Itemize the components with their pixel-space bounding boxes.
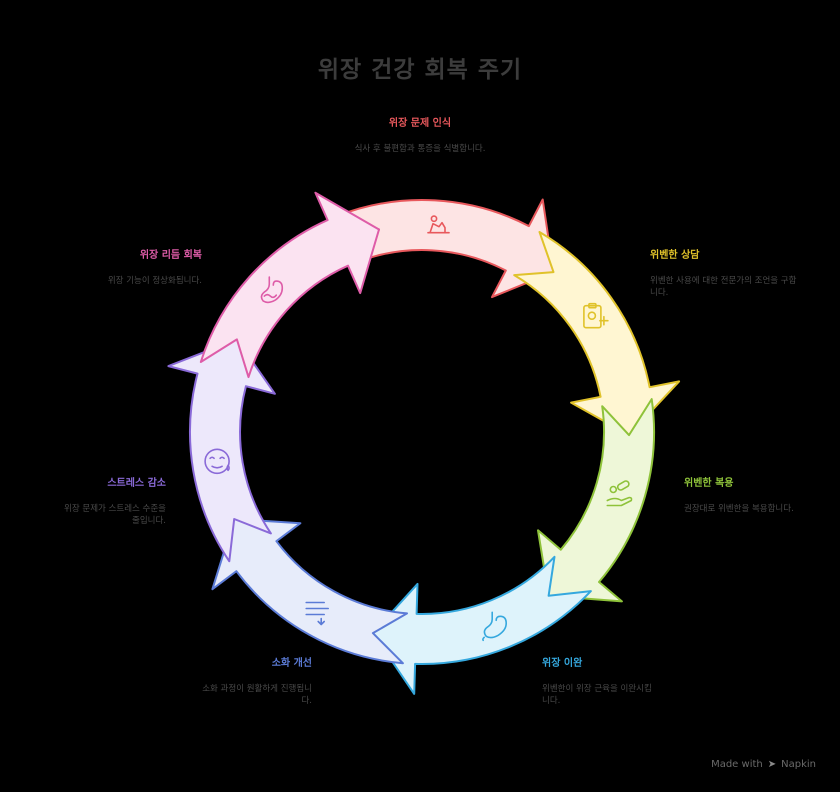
step-4-label: 위장 이완 [542,658,583,669]
medical-clipboard-icon [583,302,609,329]
step-5-desc: 소화 과정이 원활하게 진행됩니다. [202,684,312,706]
digestion-flow-icon [305,601,330,626]
cycle-arrow-5 [211,518,408,665]
hand-pills-icon [606,480,633,507]
step-3-label: 위벤한 복용 [684,478,734,489]
cycle-arrow-3 [537,398,656,603]
brand-text: Made with [711,759,763,770]
step-3-text: 위벤한 복용 권장대로 위벤한을 복용합니다. [684,474,794,515]
stomach-icon [482,611,508,642]
napkin-logo-icon: ➤ [767,759,777,770]
page-title: 위장 건강 회복 주기 [317,57,523,83]
step-4-text: 위장 이완 위벤한이 위장 근육을 이완시킵니다. [542,654,654,707]
step-7-label: 위장 리듬 회복 [139,250,202,261]
step-1-text: 위장 문제 인식 식사 후 불편함과 통증을 식별합니다. [345,114,495,155]
napkin-brand[interactable]: Made with ➤ Napkin [711,759,816,770]
relaxed-face-icon [204,448,230,475]
step-2-text: 위벤한 상담 위벤한 사용에 대한 전문가의 조언을 구합니다. [650,246,800,299]
step-2-desc: 위벤한 사용에 대한 전문가의 조언을 구합니다. [650,276,797,298]
step-3-desc: 권장대로 위벤한을 복용합니다. [684,504,794,514]
step-5-label: 소화 개선 [271,658,312,669]
step-2-label: 위벤한 상담 [650,250,700,261]
person-pain-icon [427,215,450,234]
step-6-text: 스트레스 감소 위장 문제가 스트레스 수준을 줄입니다. [56,474,166,527]
step-6-desc: 위장 문제가 스트레스 수준을 줄입니다. [64,504,166,526]
stomach-rhythm-icon [260,276,284,304]
step-6-label: 스트레스 감소 [107,478,166,489]
step-1-label: 위장 문제 인식 [388,118,452,129]
step-1-desc: 식사 후 불편함과 통증을 식별합니다. [354,144,486,154]
step-7-desc: 위장 기능이 정상화됩니다. [107,276,202,286]
step-5-text: 소화 개선 소화 과정이 원활하게 진행됩니다. [196,654,312,707]
step-4-desc: 위벤한이 위장 근육을 이완시킵니다. [542,684,652,706]
cycle-arrow-7 [199,191,380,379]
brand-name: Napkin [781,759,816,770]
step-7-text: 위장 리듬 회복 위장 기능이 정상화됩니다. [92,246,202,287]
